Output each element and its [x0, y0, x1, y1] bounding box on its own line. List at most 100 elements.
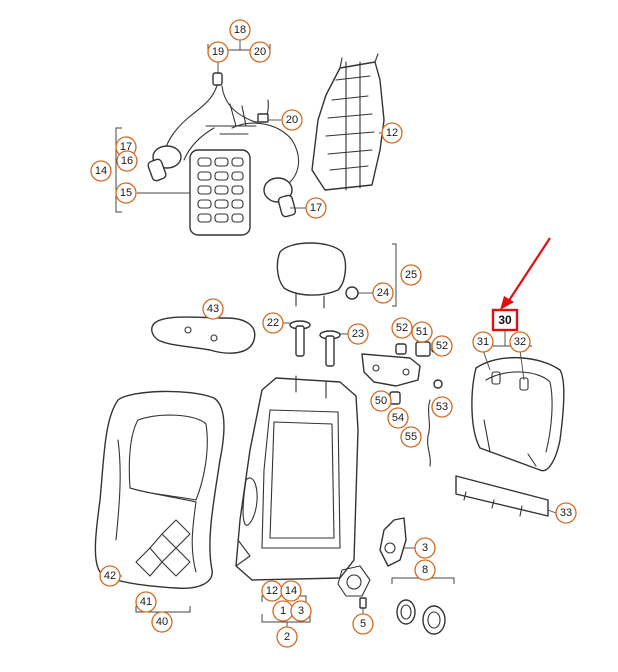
- callout-2[interactable]: 2: [276, 626, 298, 648]
- callout-55[interactable]: 55: [400, 426, 422, 448]
- lumbar-frame: [311, 53, 385, 191]
- callout-15[interactable]: 15: [115, 182, 137, 204]
- callout-ring: [391, 317, 413, 339]
- callout-32[interactable]: 32: [509, 331, 531, 353]
- callout-label: 12: [266, 585, 278, 597]
- callout-label: 31: [477, 336, 489, 348]
- callout-31[interactable]: 31: [472, 331, 494, 353]
- callout-ring: [352, 613, 374, 635]
- callout-label: 5: [360, 618, 366, 630]
- callout-ring: [249, 41, 271, 63]
- callout-3[interactable]: 3: [414, 537, 436, 559]
- callout-ring: [381, 122, 403, 144]
- callout-ring: [411, 321, 433, 343]
- callout-ring: [116, 150, 138, 172]
- callout-label: 14: [95, 165, 107, 177]
- callout-ring: [414, 537, 436, 559]
- callout-54[interactable]: 54: [387, 407, 409, 429]
- headrest: [276, 242, 347, 309]
- callout-ring: [472, 331, 494, 353]
- callout-label: 3: [422, 542, 428, 554]
- highlight-callout-30[interactable]: 30: [491, 308, 519, 332]
- recliner-gears: [396, 599, 446, 635]
- callout-label: 25: [405, 269, 417, 281]
- callout-ring: [276, 626, 298, 648]
- callout-label: 40: [156, 616, 168, 628]
- callout-ring: [90, 160, 112, 182]
- callout-5[interactable]: 5: [352, 613, 374, 635]
- callout-52[interactable]: 52: [431, 335, 453, 357]
- callout-label: 14: [285, 585, 297, 597]
- callout-ring: [387, 407, 409, 429]
- callout-label: 43: [207, 303, 219, 315]
- callout-label: 18: [234, 24, 246, 36]
- side-bolster-pad: [151, 316, 256, 354]
- headrest-guide-right: [319, 330, 341, 367]
- callout-label: 3: [298, 605, 304, 617]
- highlight-callout-label: 30: [498, 313, 512, 327]
- callout-label: 53: [436, 401, 448, 413]
- callout-label: 15: [120, 187, 132, 199]
- callout-ring: [370, 390, 392, 412]
- recliner-adjuster: [337, 517, 407, 597]
- callout-50[interactable]: 50: [370, 390, 392, 412]
- callout-3[interactable]: 3: [290, 600, 312, 622]
- callout-label: 24: [377, 287, 389, 299]
- callout-14[interactable]: 14: [280, 580, 302, 602]
- callout-label: 54: [392, 412, 404, 424]
- callout-ring: [431, 396, 453, 418]
- callout-label: 51: [416, 326, 428, 338]
- callout-17[interactable]: 17: [305, 197, 327, 219]
- callout-16[interactable]: 16: [116, 150, 138, 172]
- seat-back-cushion: [94, 390, 225, 589]
- part-drawings: [94, 53, 565, 635]
- callout-label: 17: [120, 141, 132, 153]
- callout-14[interactable]: 14: [90, 160, 112, 182]
- callout-51[interactable]: 51: [411, 321, 433, 343]
- trim-strip: [455, 475, 549, 517]
- callout-1[interactable]: 1: [272, 600, 294, 622]
- callout-label: 16: [121, 155, 133, 167]
- callout-23[interactable]: 23: [347, 323, 369, 345]
- callout-ring: [347, 323, 369, 345]
- callout-20[interactable]: 20: [249, 41, 271, 63]
- callout-24[interactable]: 24: [372, 282, 394, 304]
- backrest-rear-panel: [471, 357, 565, 472]
- callout-ring: [290, 600, 312, 622]
- lumbar-pad: [189, 149, 251, 236]
- callout-12[interactable]: 12: [261, 580, 283, 602]
- callout-53[interactable]: 53: [431, 396, 453, 418]
- callout-ring: [431, 335, 453, 357]
- callout-18[interactable]: 18: [229, 19, 251, 41]
- callout-20[interactable]: 20: [281, 109, 303, 131]
- callout-ring: [372, 282, 394, 304]
- callout-8[interactable]: 8: [414, 559, 436, 581]
- callout-ring: [414, 559, 436, 581]
- callout-33[interactable]: 33: [555, 502, 577, 524]
- callout-42[interactable]: 42: [99, 565, 121, 587]
- callout-label: 2: [284, 631, 290, 643]
- callout-ring: [99, 565, 121, 587]
- callout-label: 19: [212, 46, 224, 58]
- callout-label: 20: [254, 46, 266, 58]
- callout-43[interactable]: 43: [202, 298, 224, 320]
- callout-ring: [400, 264, 422, 286]
- callout-label: 20: [286, 114, 298, 126]
- callout-25[interactable]: 25: [400, 264, 422, 286]
- highlight-arrow: [500, 237, 551, 310]
- callout-41[interactable]: 41: [135, 591, 157, 613]
- lumbar-motor-right: [263, 177, 297, 218]
- callout-ring: [135, 591, 157, 613]
- callout-19[interactable]: 19: [207, 41, 229, 63]
- callout-label: 42: [104, 570, 116, 582]
- callout-40[interactable]: 40: [151, 611, 173, 633]
- callout-22[interactable]: 22: [262, 312, 284, 334]
- callout-ring: [151, 611, 173, 633]
- callout-label: 23: [352, 328, 364, 340]
- callout-label: 8: [422, 564, 428, 576]
- callout-12[interactable]: 12: [381, 122, 403, 144]
- callout-label: 12: [386, 127, 398, 139]
- callout-52[interactable]: 52: [391, 317, 413, 339]
